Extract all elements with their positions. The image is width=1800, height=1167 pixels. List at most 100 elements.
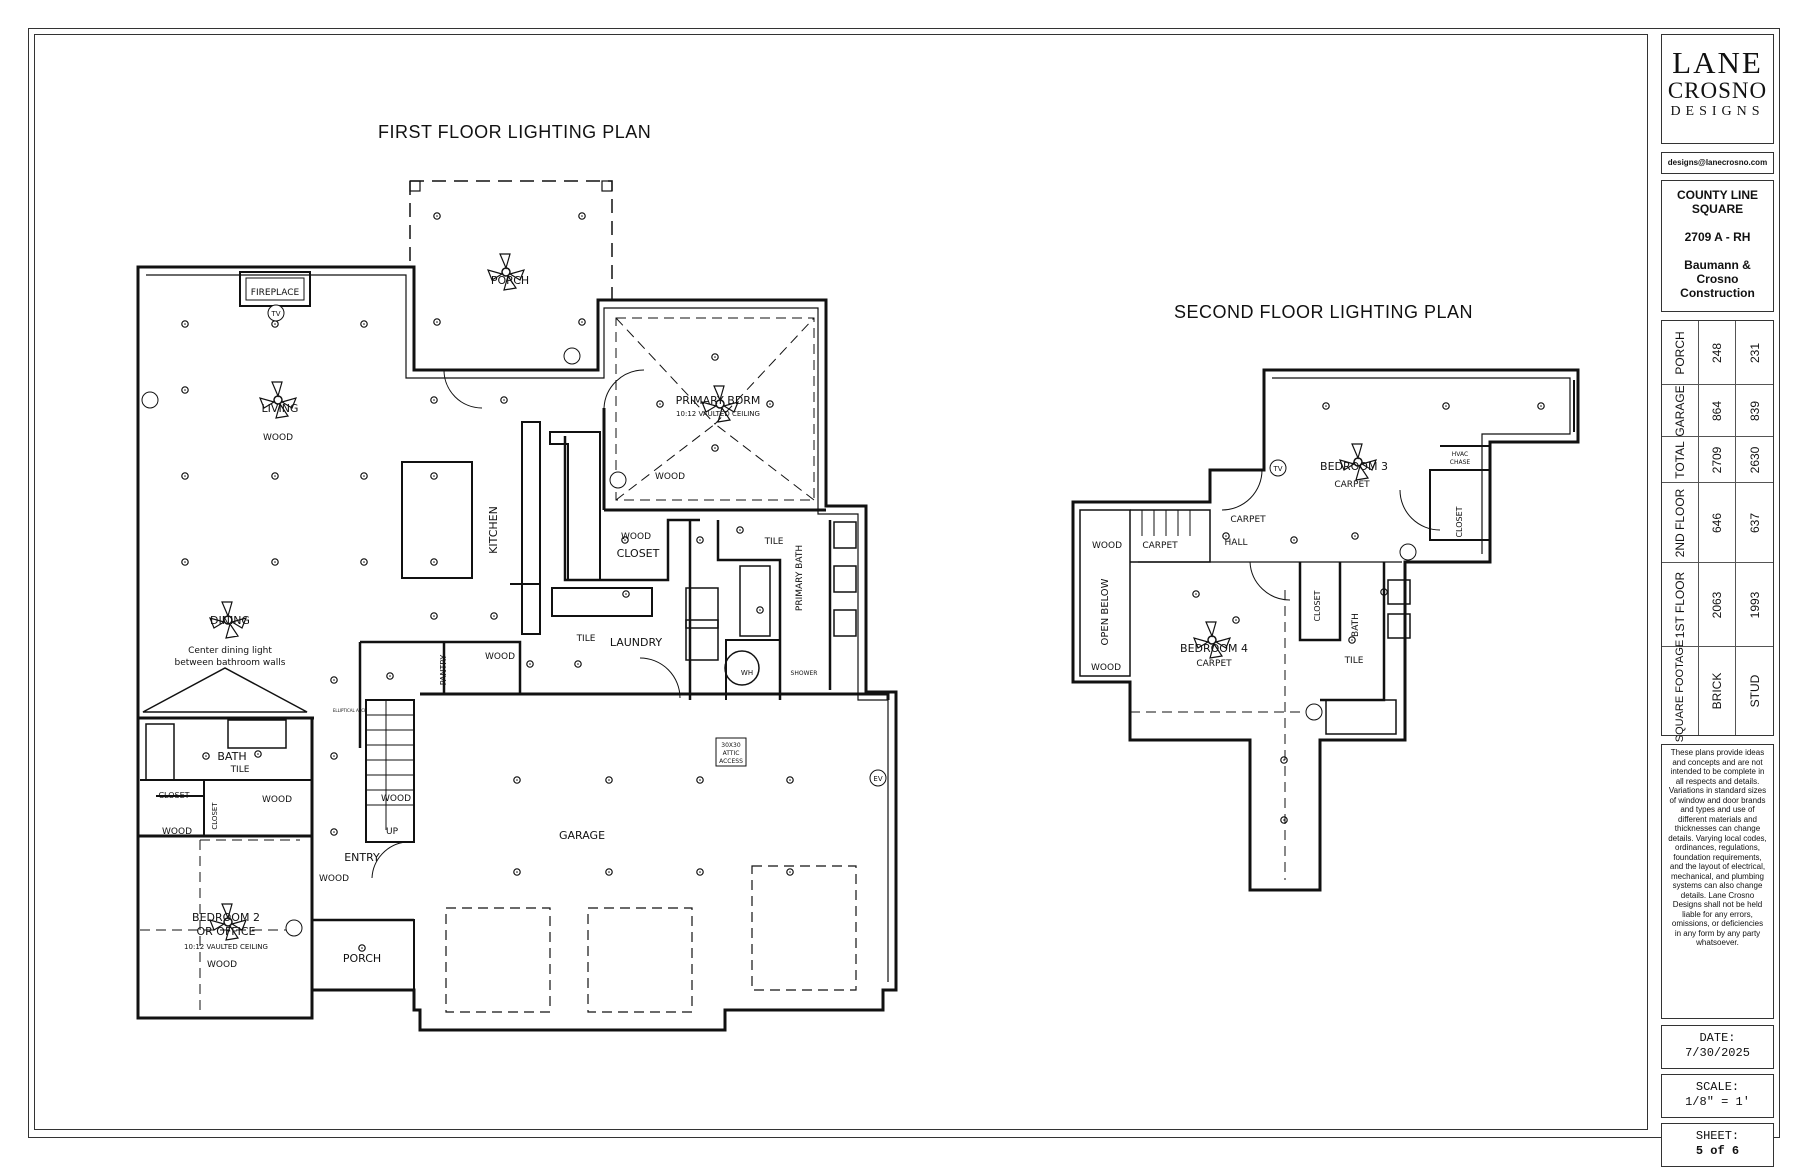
date-value: 7/30/2025 <box>1685 1046 1750 1060</box>
light-fixture-icon <box>711 444 719 452</box>
light-fixture-icon <box>736 526 744 534</box>
label-laundry: LAUNDRY <box>610 636 663 649</box>
builder-3: Construction <box>1680 286 1755 300</box>
label-front-porch: PORCH <box>343 952 381 965</box>
project-info: COUNTY LINE SQUARE 2709 A - RH Baumann &… <box>1661 180 1774 312</box>
builder-1: Baumann & <box>1684 258 1751 272</box>
company-logo: LANE CROSNO DESIGNS <box>1661 34 1774 144</box>
light-fixture-icon <box>786 868 794 876</box>
label-bedroom2-line2: OR OFFICE <box>197 925 256 938</box>
light-fixture-icon <box>1192 590 1200 598</box>
label-entry: ENTRY <box>344 851 380 864</box>
label-bath-2: BATH <box>1351 613 1361 637</box>
light-fixture-icon <box>500 396 508 404</box>
light-fixture-icon <box>386 672 394 680</box>
brick-garage: 864 <box>1710 400 1724 421</box>
logo-line-3: DESIGNS <box>1670 104 1765 119</box>
label-hall-floor: CARPET <box>1230 515 1266 525</box>
light-fixture-icon <box>578 318 586 326</box>
label-primary-floor: WOOD <box>655 472 685 482</box>
label-entry-floor: WOOD <box>319 874 349 884</box>
row-label-2nd-floor: 2ND FLOOR <box>1673 488 1687 557</box>
label-open-below: OPEN BELOW <box>1100 578 1111 645</box>
company-email: designs@lanecrosno.com <box>1661 152 1774 174</box>
stud-garage: 839 <box>1747 400 1762 421</box>
second-floor-tv-outlets <box>1269 459 1417 721</box>
light-fixture-icon <box>756 606 764 614</box>
label-fireplace: FIREPLACE <box>251 288 300 298</box>
label-bath: BATH <box>217 750 246 763</box>
light-fixture-icon <box>360 558 368 566</box>
drawing-sheet-border <box>28 28 1780 1138</box>
label-wood-1: WOOD <box>1092 541 1122 551</box>
title-block: LANE CROSNO DESIGNS designs@lanecrosno.c… <box>1655 34 1780 1167</box>
light-fixture-icon <box>181 558 189 566</box>
light-fixture-icon <box>202 752 210 760</box>
builder-2: Crosno <box>1696 272 1739 286</box>
project-name-1: COUNTY LINE <box>1676 188 1759 202</box>
second-floor-labels: BEDROOM 3 CARPET HVAC CHASE CLOSET CLOSE… <box>1091 451 1470 673</box>
sqft-brick-column: 248 864 2709 646 2063 BRICK <box>1699 321 1736 735</box>
sqft-label-column: PORCH GARAGE TOTAL 2ND FLOOR 1ST FLOOR S… <box>1662 321 1699 742</box>
project-name-2: SQUARE <box>1691 202 1744 216</box>
sheet-label: SHEET: <box>1695 1129 1740 1143</box>
label-rear-porch: PORCH <box>491 274 529 287</box>
label-closet-small: CLOSET <box>158 791 189 800</box>
label-closet-b: CLOSET <box>1313 590 1322 621</box>
tv-outlet-icon <box>1305 703 1323 721</box>
label-hvac-2: CHASE <box>1450 459 1471 466</box>
label-wood-2: WOOD <box>1091 663 1121 673</box>
brick-2nd-floor: 646 <box>1710 512 1724 533</box>
light-fixture-icon <box>711 353 719 361</box>
label-bedroom2-ceiling: 10:12 VAULTED CEILING <box>184 943 268 951</box>
label-shower: SHOWER <box>791 670 818 677</box>
label-primary-bath: PRIMARY BATH <box>795 545 805 611</box>
light-fixture-icon <box>430 472 438 480</box>
label-tv-bedroom3: TV <box>1272 465 1282 473</box>
label-hvac-1: HVAC <box>1452 451 1468 458</box>
label-bedroom4-floor: CARPET <box>1196 659 1232 669</box>
light-fixture-icon <box>181 472 189 480</box>
light-fixture-icon <box>696 536 704 544</box>
scale-box: SCALE: 1/8" = 1' <box>1661 1074 1774 1118</box>
second-floor-title: SECOND FLOOR LIGHTING PLAN <box>1174 302 1474 322</box>
light-fixture-icon <box>578 212 586 220</box>
first-floor-labels: FIREPLACE PORCH LIVING WOOD KITCHEN DINI… <box>158 274 882 970</box>
light-fixture-icon <box>181 386 189 394</box>
label-bedroom3: BEDROOM 3 <box>1320 460 1388 473</box>
stud-1st-floor: 1993 <box>1747 591 1762 618</box>
brick-1st-floor: 2063 <box>1710 591 1724 618</box>
label-primary-bdrm: PRIMARY BDRM <box>676 394 761 407</box>
light-fixture-icon <box>696 868 704 876</box>
label-bedroom2-line1: BEDROOM 2 <box>192 911 260 924</box>
label-tv-living: TV <box>270 310 280 318</box>
logo-line-1: LANE <box>1672 45 1763 80</box>
tv-outlet-icon <box>285 919 303 937</box>
light-fixture-icon <box>786 776 794 784</box>
stud-porch: 231 <box>1747 342 1762 363</box>
scale-label: SCALE: <box>1695 1080 1740 1094</box>
light-fixture-icon <box>1280 816 1288 824</box>
light-fixture-icon <box>430 558 438 566</box>
row-label-garage: GARAGE <box>1673 384 1687 437</box>
light-fixture-icon <box>1322 402 1330 410</box>
row-label-total: TOTAL <box>1673 440 1687 479</box>
label-pantry: PANTRY <box>439 655 448 686</box>
row-label-1st-floor: 1ST FLOOR <box>1673 571 1687 638</box>
light-fixture-icon <box>622 590 630 598</box>
light-fixture-icon <box>360 472 368 480</box>
second-floor-plan <box>1071 368 1580 892</box>
label-bedroom4: BEDROOM 4 <box>1180 642 1248 655</box>
date-label: DATE: <box>1699 1031 1736 1045</box>
light-fixture-icon <box>1232 616 1240 624</box>
light-fixture-icon <box>330 676 338 684</box>
label-primary-ceiling: 10:12 VAULTED CEILING <box>676 410 760 418</box>
light-fixture-icon <box>490 612 498 620</box>
label-wood-a: WOOD <box>162 827 192 837</box>
label-laundry-floor: TILE <box>576 634 596 644</box>
label-hall: HALL <box>1225 538 1248 548</box>
row-label-porch: PORCH <box>1673 330 1687 375</box>
light-fixture-icon <box>1537 402 1545 410</box>
sqft-header: SQUARE FOOTAGE <box>1674 639 1686 743</box>
